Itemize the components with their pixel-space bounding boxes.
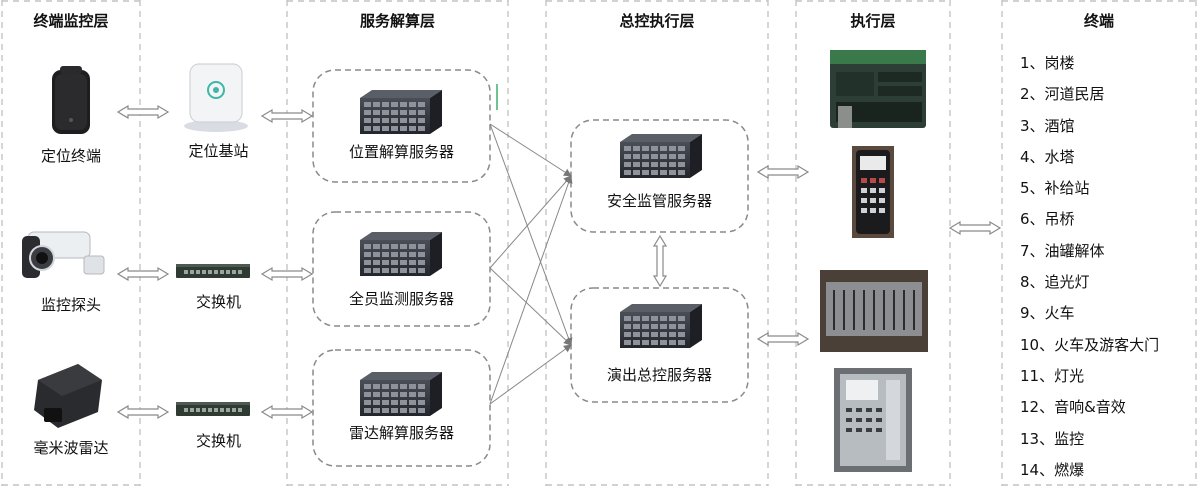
position-server-icon <box>360 90 442 134</box>
radar-server-icon <box>360 372 442 416</box>
column-title-terminal-monitor: 终端监控层 <box>33 12 109 30</box>
locator-label: 定位终端 <box>40 147 101 165</box>
terminal-item: 7、油罐解体 <box>1020 241 1105 260</box>
terminal-item: 4、水塔 <box>1020 147 1075 166</box>
safety-server-icon <box>620 134 702 178</box>
terminal-item: 9、火车 <box>1020 304 1075 323</box>
connection-lines <box>489 123 573 405</box>
terminal-item: 11、灯光 <box>1020 366 1085 385</box>
camera-label: 监控探头 <box>40 296 101 314</box>
switch-1-label: 交换机 <box>195 293 241 311</box>
terminal-item: 3、酒馆 <box>1020 116 1075 135</box>
switch-2-icon <box>176 402 250 416</box>
safety-server-label: 安全监管服务器 <box>606 192 712 210</box>
terminal-item: 14、燃爆 <box>1020 460 1085 479</box>
locator-device-icon <box>52 66 90 134</box>
terminal-item: 13、监控 <box>1020 429 1085 448</box>
terminal-item: 5、补给站 <box>1020 179 1090 198</box>
radar-server-label: 雷达解算服务器 <box>348 424 454 442</box>
switch-1-icon <box>176 264 250 278</box>
show-server-label: 演出总控服务器 <box>606 366 712 384</box>
radar-icon <box>34 364 102 428</box>
plc-controller-icon <box>830 50 926 128</box>
position-server-label: 位置解算服务器 <box>348 143 454 161</box>
column-title-execution: 执行层 <box>850 12 896 30</box>
terminal-item: 8、追光灯 <box>1020 273 1090 292</box>
remote-control-photo <box>852 146 894 238</box>
terminal-item: 2、河道民居 <box>1020 85 1105 104</box>
column-title-master-control: 总控执行层 <box>619 12 695 30</box>
base-station-label: 定位基站 <box>188 142 249 160</box>
staff-server-label: 全员监测服务器 <box>348 290 454 308</box>
base-station-icon <box>184 63 248 132</box>
column-title-terminals: 终端 <box>1083 12 1114 30</box>
show-server-icon <box>620 304 702 348</box>
staff-server-icon <box>360 232 442 276</box>
mixing-console-photo <box>820 270 928 352</box>
switch-2-label: 交换机 <box>195 432 241 450</box>
terminal-list: 1、岗楼 2、河道民居 3、酒馆 4、水塔 5、补给站 6、吊桥 7、油罐解体 … <box>1020 48 1195 486</box>
terminal-item: 10、火车及游客大门 <box>1020 335 1160 354</box>
terminal-item: 6、吊桥 <box>1020 210 1075 229</box>
column-title-service-compute: 服务解算层 <box>359 12 435 30</box>
terminal-item: 1、岗楼 <box>1020 54 1075 72</box>
camera-icon <box>22 231 105 278</box>
radar-label: 毫米波雷达 <box>33 439 109 457</box>
terminal-item: 12、音响&音效 <box>1020 398 1126 417</box>
lighting-console-photo <box>834 368 912 472</box>
